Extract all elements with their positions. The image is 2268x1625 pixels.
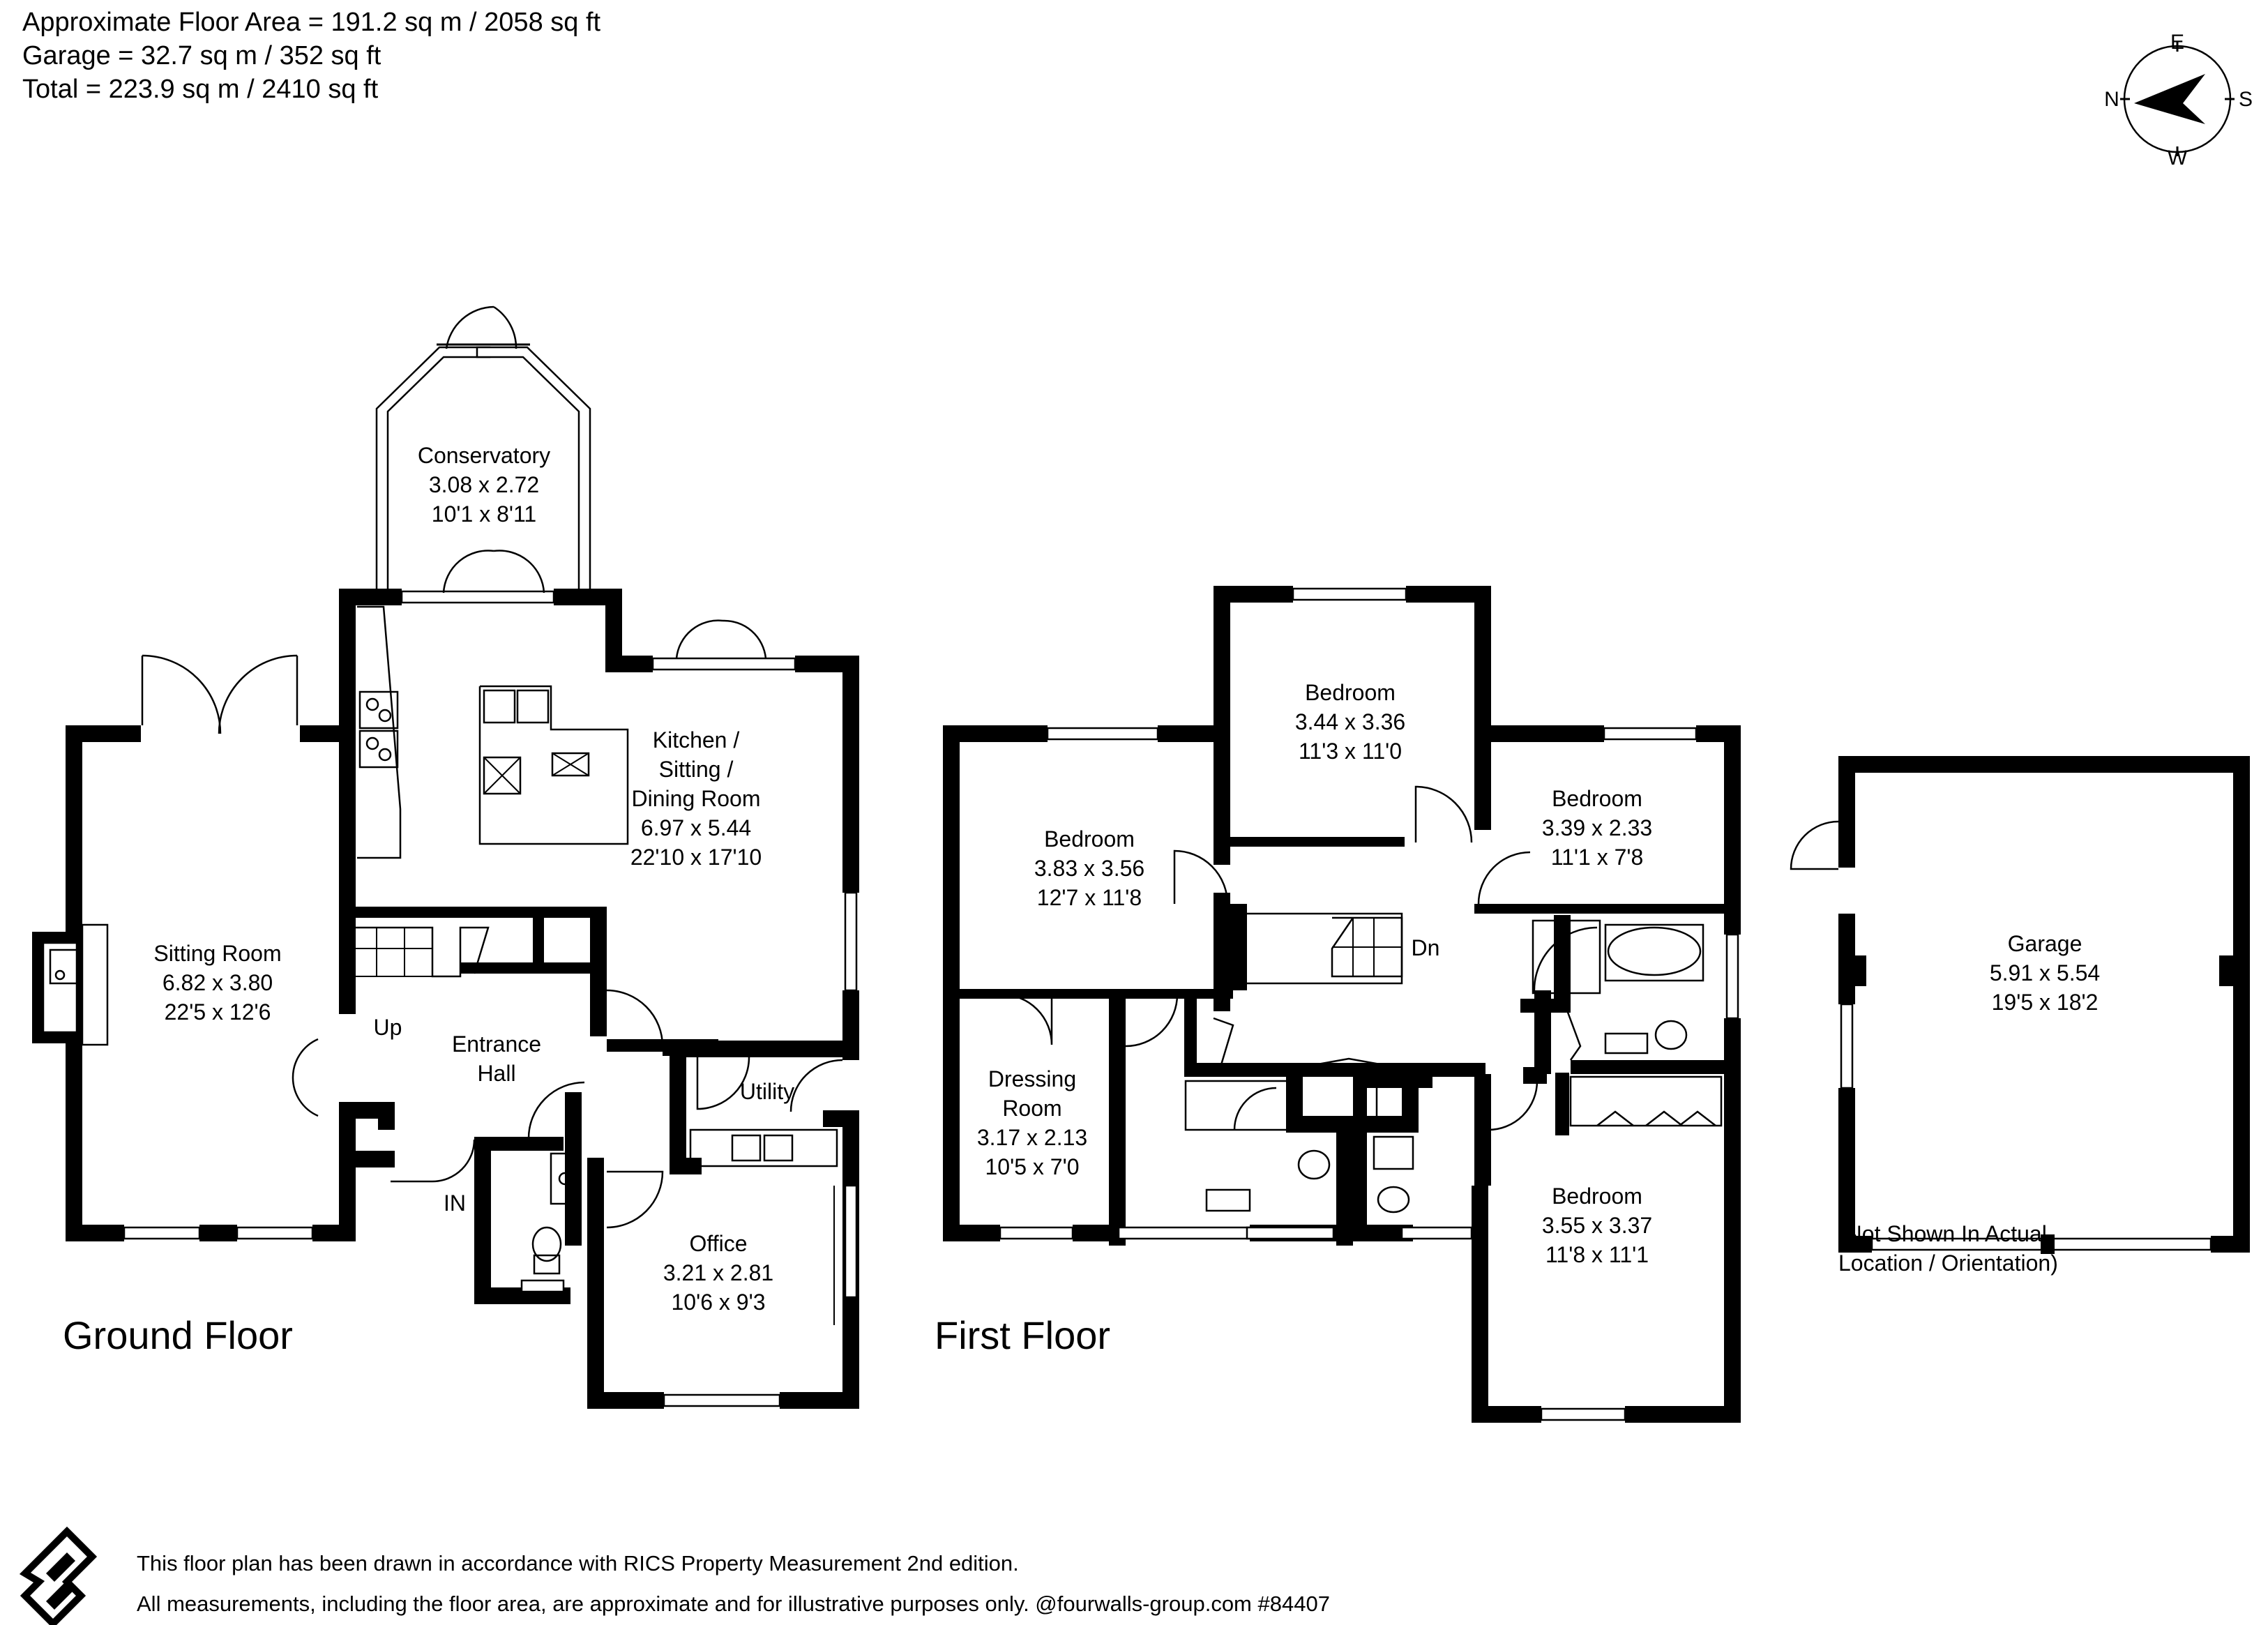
first-floor-plan: Dn [943,586,1741,1423]
room-metric-bed2: 3.83 x 3.56 [1034,856,1144,881]
first-floor-title: First Floor [935,1313,1110,1357]
room-name-office: Office [690,1231,748,1256]
compass: E W N S [2104,31,2253,169]
room-metric-bed3: 3.39 x 2.33 [1542,815,1652,840]
ground-floor-title: Ground Floor [63,1313,293,1357]
footer-disclaimer: All measurements, including the floor ar… [137,1592,1330,1616]
room-metric-sitting: 6.82 x 3.80 [162,970,273,995]
room-imperial-conservatory: 10'1 x 8'11 [432,501,536,527]
room-imperial-bed2: 12'7 x 11'8 [1037,885,1142,910]
garage-note: (Not Shown In Actual Location / Orientat… [1838,1219,2058,1278]
room-name-sitting: Sitting Room [153,941,281,966]
total-area-line: Total = 223.9 sq m / 2410 sq ft [22,75,379,104]
garage-plan [1790,756,2250,1254]
room-name-dressing-1: Dressing [988,1066,1076,1091]
room-name-kitchen-3: Dining Room [632,786,761,811]
kitchen-units [357,605,629,859]
room-imperial-kitchen: 22'10 x 17'10 [630,845,762,870]
room-name-bed1: Bedroom [1305,680,1396,705]
room-name-entrance-1: Entrance [452,1031,541,1057]
room-name-kitchen-2: Sitting / [659,757,734,782]
room-imperial-garage: 19'5 x 18'2 [1992,990,2099,1015]
footer-rics-note: This floor plan has been drawn in accord… [137,1551,1019,1575]
conservatory-walls [375,305,591,593]
room-metric-garage: 5.91 x 5.54 [1990,960,2100,985]
room-name-conservatory: Conservatory [418,443,550,468]
entrance-in-label: IN [444,1191,466,1216]
compass-south: S [2239,88,2253,111]
garage-note-line-2: Location / Orientation) [1838,1250,2058,1276]
compass-west: W [2168,146,2188,169]
room-name-bed2: Bedroom [1044,826,1135,852]
room-imperial-bed3: 11'1 x 7'8 [1551,845,1644,870]
garage-note-line-1: (Not Shown In Actual [1838,1221,2047,1246]
room-name-dressing-2: Room [1002,1096,1061,1121]
floor-area-line: Approximate Floor Area = 191.2 sq m / 20… [22,8,601,37]
room-name-kitchen-1: Kitchen / [653,727,740,753]
sitting-room-walls [32,654,356,1241]
office-walls [587,1116,859,1409]
room-metric-bed4: 3.55 x 3.37 [1542,1213,1652,1238]
garage-area-line: Garage = 32.7 sq m / 352 sq ft [22,41,381,70]
room-labels: Conservatory 3.08 x 2.72 10'1 x 8'11 Kit… [153,443,2100,1315]
room-name-utility: Utility [740,1079,794,1104]
room-metric-bed1: 3.44 x 3.36 [1295,709,1405,734]
stairs-down-label: Dn [1412,935,1440,960]
stairs-up-label: Up [374,1015,402,1040]
room-name-bed4: Bedroom [1552,1184,1642,1209]
compass-east: E [2170,31,2184,54]
ground-floor-plan: IN Up [32,305,859,1409]
room-imperial-bed1: 11'3 x 11'0 [1299,739,1402,764]
room-metric-office: 3.21 x 2.81 [663,1260,773,1285]
room-name-garage: Garage [2008,931,2082,956]
room-name-entrance-2: Hall [477,1061,515,1086]
room-metric-kitchen: 6.97 x 5.44 [641,815,751,840]
room-imperial-sitting: 22'5 x 12'6 [165,999,271,1025]
north-arrow-icon [2134,74,2205,124]
room-imperial-dressing: 10'5 x 7'0 [985,1154,1080,1179]
compass-north: N [2104,88,2119,111]
room-metric-conservatory: 3.08 x 2.72 [429,472,539,497]
room-imperial-office: 10'6 x 9'3 [672,1290,766,1315]
kitchen-walls [339,550,859,1060]
fourwalls-logo-icon [19,1526,98,1625]
entrance-hall-walls [292,907,859,1304]
room-imperial-bed4: 11'8 x 11'1 [1545,1242,1649,1267]
room-metric-dressing: 3.17 x 2.13 [977,1125,1087,1150]
room-name-bed3: Bedroom [1552,786,1642,811]
